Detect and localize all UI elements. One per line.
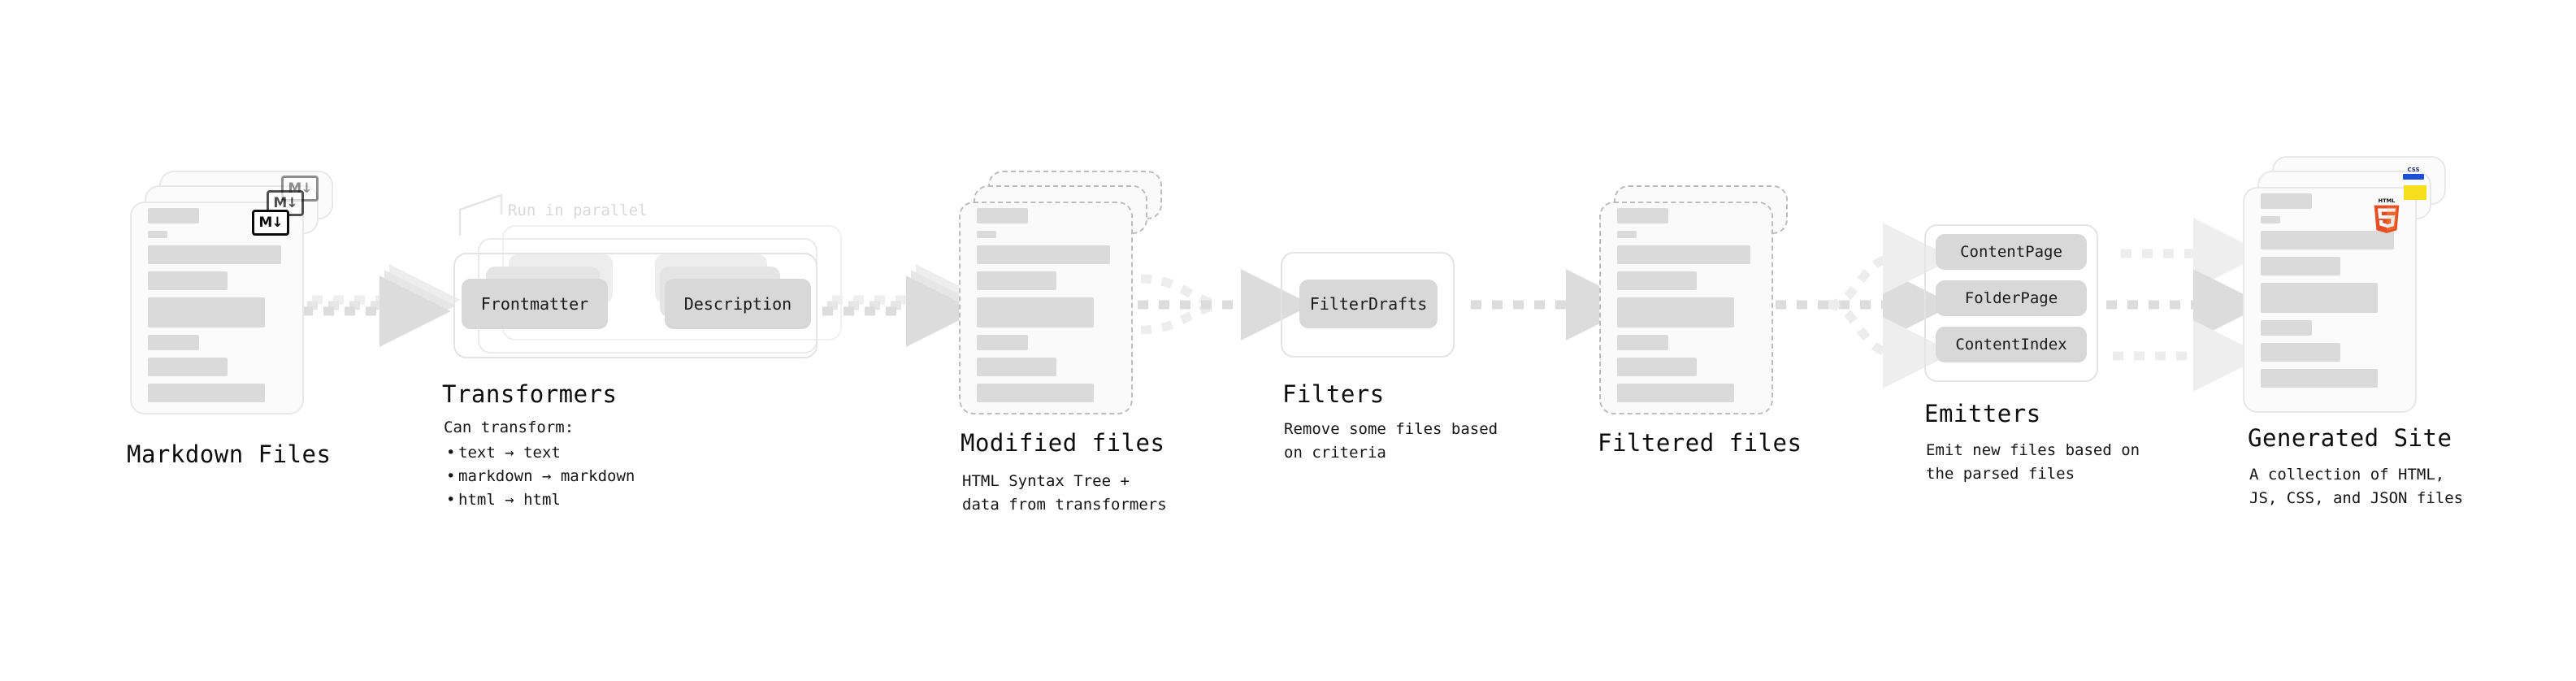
content-bar <box>1617 358 1697 376</box>
content-bar <box>1617 335 1668 350</box>
stage-generated-site: HTML <box>2243 156 2446 416</box>
transformer-box-front <box>453 253 817 358</box>
emitters-stack: ContentPage FolderPage ContentIndex <box>1924 224 2111 387</box>
transformer-pill-description[interactable]: Description <box>665 279 811 329</box>
filtered-content-bars <box>1617 208 1755 410</box>
content-bar <box>148 297 265 327</box>
markdown-badge-glyph-front: M↓ <box>258 214 283 231</box>
stage-title-emitters: Emitters <box>1924 400 2041 427</box>
filtered-card-stack <box>1599 171 1802 414</box>
stage-filtered-files <box>1599 171 1802 414</box>
content-bar <box>2261 257 2340 275</box>
filters-stack: FilterDrafts <box>1281 252 1458 358</box>
transformers-bullet-item: markdown → markdown <box>444 465 635 488</box>
content-bar <box>1617 208 1668 223</box>
content-bar <box>1617 245 1750 264</box>
content-bar <box>2261 231 2394 249</box>
generated-content-bars <box>2261 193 2399 395</box>
content-bar <box>977 297 1094 327</box>
generated-card-stack: HTML <box>2243 156 2446 416</box>
filters-box <box>1281 252 1455 358</box>
stage-subtitle-filters: Remove some files based on criteria <box>1284 420 1498 462</box>
markdown-card-stack: M↓ M↓ M↓ <box>130 171 333 414</box>
content-bar <box>977 335 1028 350</box>
transformers-bullet-list: Can transform: text → text markdown → ma… <box>444 416 635 512</box>
content-bar <box>977 384 1094 402</box>
css-badge <box>2403 167 2424 180</box>
stage-title-modified-files: Modified files <box>961 429 1165 457</box>
stage-markdown-files: M↓ M↓ M↓ <box>130 171 333 414</box>
svg-text:HTML: HTML <box>2379 197 2396 204</box>
stage-transformers: Frontmatter Description <box>439 207 845 358</box>
content-bar <box>148 271 228 290</box>
transformer-pill-frontmatter[interactable]: Frontmatter <box>462 279 608 329</box>
stage-emitters: ContentPage FolderPage ContentIndex <box>1924 224 2111 387</box>
run-in-parallel-label: Run in parallel <box>508 202 648 219</box>
content-bar <box>2261 369 2378 388</box>
stage-title-filters: Filters <box>1282 380 1385 408</box>
stage-modified-files <box>959 171 1162 414</box>
content-bar <box>977 271 1056 290</box>
stage-filters: FilterDrafts <box>1281 252 1458 358</box>
content-bar <box>1617 297 1734 327</box>
content-bar <box>148 208 199 223</box>
transformers-bullet-lead: Can transform: <box>444 419 575 436</box>
content-bar <box>1617 384 1734 402</box>
content-bar <box>2261 283 2378 313</box>
content-bar <box>2261 343 2340 362</box>
filter-pill-filterdrafts[interactable]: FilterDrafts <box>1299 280 1438 328</box>
content-bar <box>1617 271 1697 290</box>
emitter-pill-contentindex[interactable]: ContentIndex <box>1936 327 2087 362</box>
content-bar <box>148 384 265 402</box>
transformers-bullet-item: html → html <box>444 488 635 512</box>
markdown-badge-front: M↓ <box>252 210 289 236</box>
stage-title-filtered-files: Filtered files <box>1598 429 1802 457</box>
modified-content-bars <box>977 208 1115 410</box>
html5-badge: HTML <box>2371 197 2402 237</box>
stage-subtitle-generated-site: A collection of HTML, JS, CSS, and JSON … <box>2249 466 2464 507</box>
stage-title-generated-site: Generated Site <box>2248 424 2452 452</box>
transformers-stack: Frontmatter Description <box>439 207 845 358</box>
content-bar <box>148 358 228 376</box>
content-bar <box>977 208 1028 223</box>
content-bar <box>2261 216 2280 223</box>
stage-title-transformers: Transformers <box>442 380 618 408</box>
stage-subtitle-emitters: Emit new files based on the parsed files <box>1926 441 2140 483</box>
content-bar <box>1617 231 1637 238</box>
content-bar <box>2261 320 2312 336</box>
stage-title-markdown-files: Markdown Files <box>127 440 332 468</box>
content-bar <box>148 245 281 264</box>
stage-subtitle-modified-files: HTML Syntax Tree + data from transformer… <box>962 472 1167 514</box>
js-badge <box>2404 185 2426 200</box>
content-bar <box>148 231 167 238</box>
emitters-box <box>1924 224 2098 382</box>
markdown-content-bars <box>148 208 286 410</box>
content-bar <box>2261 193 2312 209</box>
content-bar <box>977 231 996 238</box>
content-bar <box>148 335 199 350</box>
connector-emitters-to-site <box>2106 218 2265 392</box>
content-bar <box>977 358 1056 376</box>
content-bar <box>977 245 1110 264</box>
emitter-pill-contentpage[interactable]: ContentPage <box>1936 234 2087 270</box>
markdown-badge-glyph-back-1: M↓ <box>273 194 297 211</box>
emitter-pill-folderpage[interactable]: FolderPage <box>1936 280 2087 316</box>
modified-card-stack <box>959 171 1162 414</box>
transformers-bullet-item: text → text <box>444 441 635 465</box>
